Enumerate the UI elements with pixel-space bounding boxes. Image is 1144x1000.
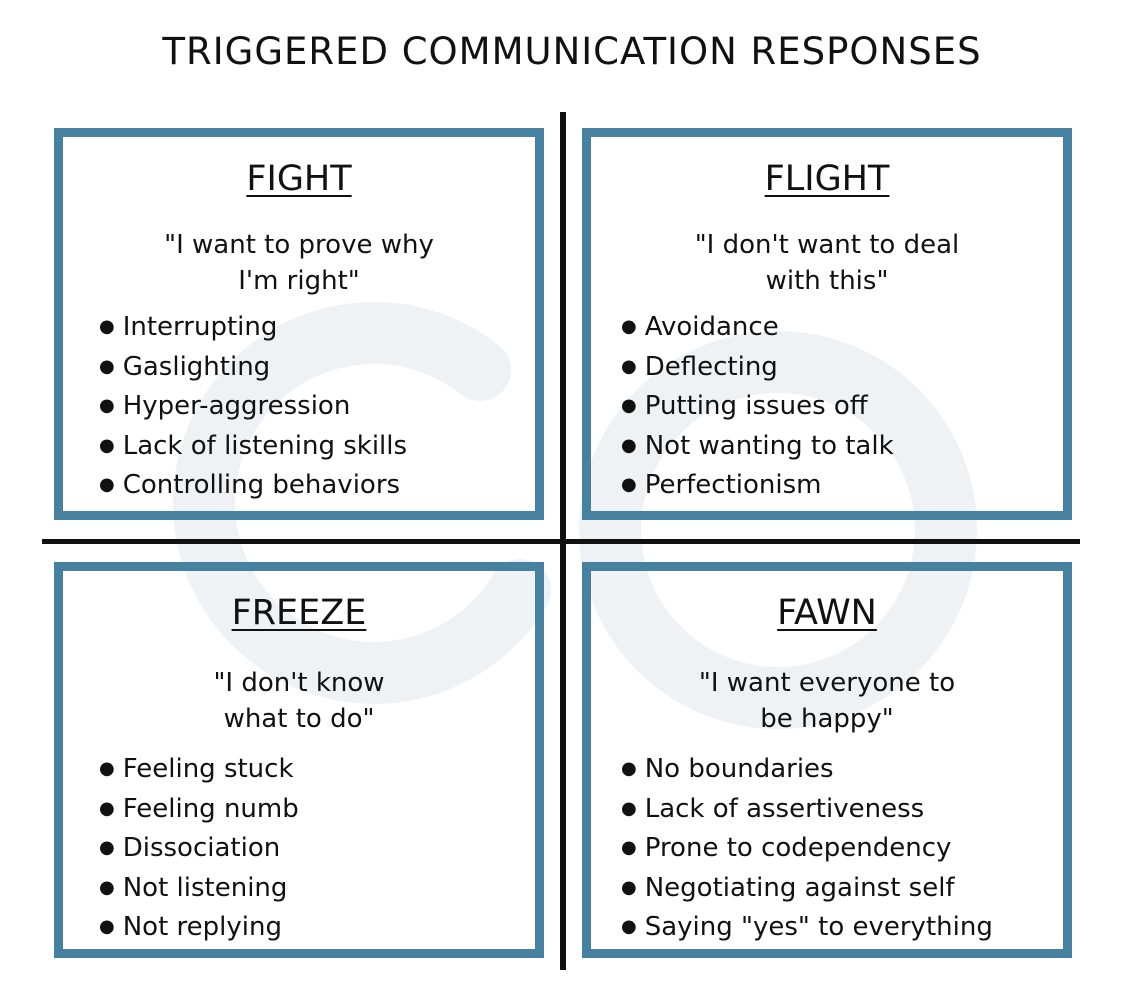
list-item: Feeling stuck	[99, 751, 299, 791]
horizontal-divider	[42, 539, 1080, 544]
list-item: Prone to codependency	[621, 830, 993, 870]
list-item: Interrupting	[99, 309, 407, 349]
page-title: TRIGGERED COMMUNICATION RESPONSES	[162, 30, 982, 73]
list-item: Not listening	[99, 870, 299, 910]
quadrant-fight: FIGHT "I want to prove why I'm right" In…	[54, 128, 544, 520]
list-item: Negotiating against self	[621, 870, 993, 910]
quadrant-heading: FAWN	[777, 593, 877, 633]
quote-line: be happy"	[760, 704, 894, 734]
behavior-list: Feeling stuck Feeling numb Dissociation …	[99, 751, 299, 949]
quote-line: "I don't want to deal	[694, 230, 960, 260]
quadrant-heading: FREEZE	[231, 593, 367, 633]
list-item: Perfectionism	[621, 467, 894, 507]
list-item: Not replying	[99, 909, 299, 949]
quadrant-quote: "I want to prove why I'm right"	[83, 227, 515, 299]
list-item: Deflecting	[621, 349, 894, 389]
quote-line: what to do"	[223, 704, 375, 734]
list-item: Dissociation	[99, 830, 299, 870]
behavior-list: No boundaries Lack of assertiveness Pron…	[621, 751, 993, 949]
quote-line: "I don't know	[213, 668, 385, 698]
quote-line: with this"	[765, 266, 889, 296]
behavior-list: Avoidance Deflecting Putting issues off …	[621, 309, 894, 507]
list-item: Not wanting to talk	[621, 428, 894, 468]
list-item: Lack of listening skills	[99, 428, 407, 468]
quadrant-heading: FIGHT	[246, 159, 352, 199]
list-item: Controlling behaviors	[99, 467, 407, 507]
list-item: Hyper-aggression	[99, 388, 407, 428]
list-item: Avoidance	[621, 309, 894, 349]
quadrant-fawn: FAWN "I want everyone to be happy" No bo…	[582, 562, 1072, 958]
quadrant-quote: "I don't want to deal with this"	[611, 227, 1043, 299]
list-item: Feeling numb	[99, 791, 299, 831]
list-item: Gaslighting	[99, 349, 407, 389]
quadrant-heading: FLIGHT	[764, 159, 890, 199]
behavior-list: Interrupting Gaslighting Hyper-aggressio…	[99, 309, 407, 507]
quadrant-quote: "I don't know what to do"	[83, 665, 515, 737]
quadrant-quote: "I want everyone to be happy"	[611, 665, 1043, 737]
list-item: Saying "yes" to everything	[621, 909, 993, 949]
list-item: Putting issues off	[621, 388, 894, 428]
quote-line: "I want to prove why	[164, 230, 434, 260]
list-item: Lack of assertiveness	[621, 791, 993, 831]
quote-line: I'm right"	[238, 266, 360, 296]
quadrant-freeze: FREEZE "I don't know what to do" Feeling…	[54, 562, 544, 958]
quadrant-flight: FLIGHT "I don't want to deal with this" …	[582, 128, 1072, 520]
quote-line: "I want everyone to	[698, 668, 956, 698]
list-item: No boundaries	[621, 751, 993, 791]
